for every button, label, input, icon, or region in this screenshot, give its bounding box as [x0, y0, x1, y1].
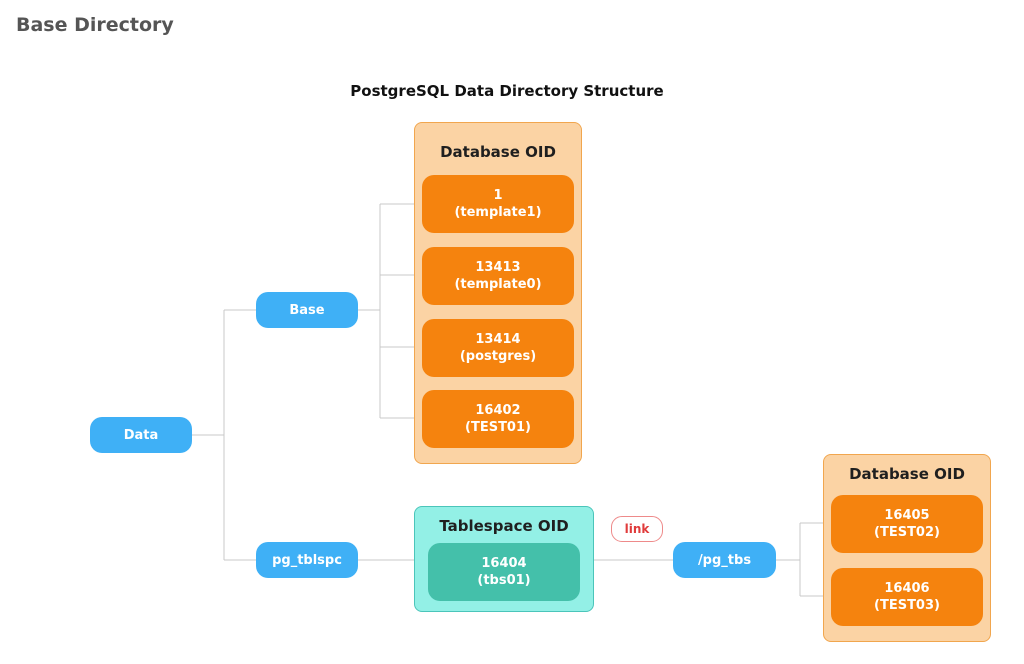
- oid-item: 16406 (TEST03): [831, 568, 983, 626]
- page-heading: Base Directory: [16, 14, 174, 36]
- oid-item: 16404 (tbs01): [428, 543, 580, 601]
- oid-number: 16406: [884, 581, 930, 596]
- link-badge: link: [611, 516, 663, 542]
- oid-number: 1: [493, 188, 503, 203]
- node-pg-tblspc: pg_tblspc: [256, 542, 358, 578]
- oid-item: 13414 (postgres): [422, 319, 574, 377]
- oid-number: 16405: [884, 508, 930, 523]
- database-oid-panel-base: Database OID 1 (template1) 13413 (templa…: [414, 122, 582, 464]
- diagram-title: PostgreSQL Data Directory Structure: [350, 82, 664, 100]
- oid-db-name: (TEST02): [874, 525, 940, 540]
- oid-item: 16405 (TEST02): [831, 495, 983, 553]
- node-pg-tbs: /pg_tbs: [673, 542, 776, 578]
- database-oid-panel-tbs: Database OID 16405 (TEST02) 16406 (TEST0…: [823, 454, 991, 642]
- oid-db-name: (tbs01): [477, 573, 531, 588]
- oid-db-name: (template1): [454, 205, 542, 220]
- oid-db-name: (TEST01): [465, 420, 531, 435]
- oid-item: 13413 (template0): [422, 247, 574, 305]
- oid-number: 13413: [475, 260, 521, 275]
- oid-db-name: (postgres): [459, 349, 537, 364]
- oid-db-name: (TEST03): [874, 598, 940, 613]
- panel-title: Database OID: [849, 465, 965, 483]
- tablespace-oid-panel: Tablespace OID 16404 (tbs01): [414, 506, 594, 612]
- node-base: Base: [256, 292, 358, 328]
- oid-item: 1 (template1): [422, 175, 574, 233]
- oid-item: 16402 (TEST01): [422, 390, 574, 448]
- panel-title: Tablespace OID: [439, 517, 569, 535]
- oid-number: 16404: [481, 556, 527, 571]
- oid-number: 16402: [475, 403, 521, 418]
- node-data: Data: [90, 417, 192, 453]
- oid-db-name: (template0): [454, 277, 542, 292]
- panel-title: Database OID: [440, 143, 556, 161]
- oid-number: 13414: [475, 332, 521, 347]
